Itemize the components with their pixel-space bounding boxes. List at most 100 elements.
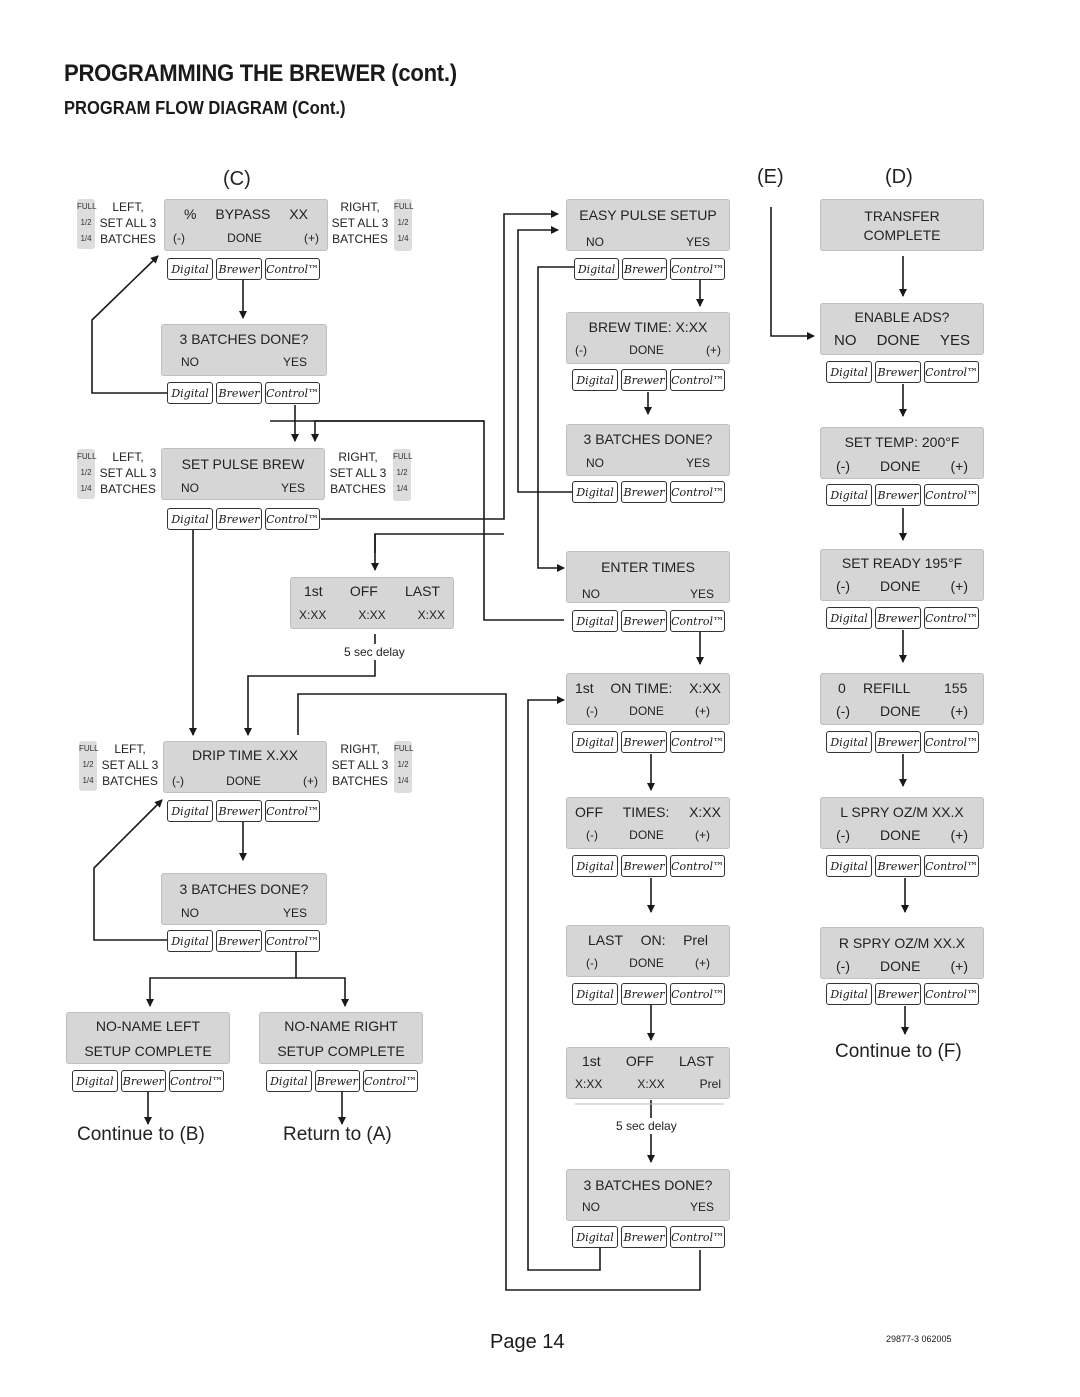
control-key[interactable]: Control™ bbox=[265, 930, 321, 952]
brewer-key[interactable]: Brewer bbox=[875, 983, 922, 1005]
digital-key[interactable]: Digital bbox=[826, 361, 873, 383]
control-key[interactable]: Control™ bbox=[265, 800, 321, 822]
brewer-key[interactable]: Brewer bbox=[621, 610, 668, 632]
control-key[interactable]: Control™ bbox=[670, 983, 726, 1005]
brewer-key[interactable]: Brewer bbox=[622, 258, 668, 280]
brewer-key[interactable]: Brewer bbox=[875, 484, 922, 506]
brewer-key[interactable]: Brewer bbox=[875, 731, 922, 753]
digital-key[interactable]: Digital bbox=[572, 855, 619, 877]
digital-key[interactable]: Digital bbox=[72, 1070, 118, 1092]
section-label-c: (C) bbox=[223, 168, 251, 190]
drip-time-screen: DRIP TIME X.XX (-)DONE(+) bbox=[163, 741, 327, 793]
digital-key[interactable]: Digital bbox=[572, 731, 619, 753]
digital-key[interactable]: Digital bbox=[826, 983, 873, 1005]
control-key[interactable]: Control™ bbox=[169, 1070, 225, 1092]
noname-right-screen: NO-NAME RIGHT SETUP COMPLETE bbox=[259, 1012, 423, 1064]
digital-key[interactable]: Digital bbox=[826, 484, 873, 506]
control-key[interactable]: Control™ bbox=[670, 1226, 726, 1248]
control-key[interactable]: Control™ bbox=[670, 855, 726, 877]
transfer-complete-screen: TRANSFER COMPLETE bbox=[820, 199, 984, 251]
brewer-key[interactable]: Brewer bbox=[621, 1226, 668, 1248]
digital-key[interactable]: Digital bbox=[167, 508, 214, 530]
digital-key[interactable]: Digital bbox=[826, 731, 873, 753]
brewer-key[interactable]: Brewer bbox=[875, 361, 922, 383]
control-key[interactable]: Control™ bbox=[363, 1070, 419, 1092]
brewer-key[interactable]: Brewer bbox=[621, 731, 668, 753]
brewer-key[interactable]: Brewer bbox=[216, 800, 263, 822]
digital-key[interactable]: Digital bbox=[167, 930, 214, 952]
brewer-key[interactable]: Brewer bbox=[621, 983, 668, 1005]
brewer-key[interactable]: Brewer bbox=[216, 508, 263, 530]
refill-screen: 0 REFILL 155 (-)DONE(+) bbox=[820, 673, 984, 725]
control-key[interactable]: Control™ bbox=[924, 731, 980, 753]
digital-key[interactable]: Digital bbox=[572, 481, 619, 503]
control-key[interactable]: Control™ bbox=[670, 481, 726, 503]
set-temp-screen: SET TEMP: 200°F (-)DONE(+) bbox=[820, 427, 984, 479]
brewer-key[interactable]: Brewer bbox=[314, 1070, 361, 1092]
control-key[interactable]: Control™ bbox=[265, 258, 321, 280]
control-key[interactable]: Control™ bbox=[670, 731, 726, 753]
digital-key[interactable]: Digital bbox=[572, 1226, 619, 1248]
digital-key[interactable]: Digital bbox=[572, 369, 619, 391]
brewer-key[interactable]: Brewer bbox=[621, 369, 668, 391]
control-key[interactable]: Control™ bbox=[670, 610, 726, 632]
digital-key[interactable]: Digital bbox=[266, 1070, 312, 1092]
brewer-key[interactable]: Brewer bbox=[621, 855, 668, 877]
control-key[interactable]: Control™ bbox=[924, 361, 980, 383]
brewer-key[interactable]: Brewer bbox=[216, 258, 263, 280]
set-ready-screen: SET READY 195°F (-)DONE(+) bbox=[820, 549, 984, 601]
noname-left-screen: NO-NAME LEFT SETUP COMPLETE bbox=[66, 1012, 230, 1064]
digital-key[interactable]: Digital bbox=[572, 610, 619, 632]
control-key[interactable]: Control™ bbox=[670, 369, 726, 391]
digital-key[interactable]: Digital bbox=[167, 382, 214, 404]
brewer-key[interactable]: Brewer bbox=[875, 607, 922, 629]
brewer-key[interactable]: Brewer bbox=[216, 382, 263, 404]
control-key[interactable]: Control™ bbox=[265, 382, 321, 404]
brewer-key[interactable]: Brewer bbox=[216, 930, 263, 952]
digital-key[interactable]: Digital bbox=[167, 800, 214, 822]
control-key[interactable]: Control™ bbox=[924, 607, 980, 629]
control-key[interactable]: Control™ bbox=[924, 983, 980, 1005]
control-key[interactable]: Control™ bbox=[670, 258, 726, 280]
control-key[interactable]: Control™ bbox=[265, 508, 321, 530]
brewer-key[interactable]: Brewer bbox=[875, 855, 922, 877]
digital-key[interactable]: Digital bbox=[167, 258, 214, 280]
control-key[interactable]: Control™ bbox=[924, 855, 980, 877]
control-key[interactable]: Control™ bbox=[924, 484, 980, 506]
brewer-key[interactable]: Brewer bbox=[120, 1070, 167, 1092]
brewer-key[interactable]: Brewer bbox=[621, 481, 668, 503]
digital-key[interactable]: Digital bbox=[826, 607, 873, 629]
page-subtitle: PROGRAM FLOW DIAGRAM (Cont.) bbox=[64, 98, 346, 118]
digital-key[interactable]: Digital bbox=[572, 983, 619, 1005]
digital-key[interactable]: Digital bbox=[574, 258, 620, 280]
r-spry-screen: R SPRY OZ/M XX.X (-)DONE(+) bbox=[820, 927, 984, 979]
digital-key[interactable]: Digital bbox=[826, 855, 873, 877]
section-label-e: (E) bbox=[757, 166, 784, 188]
